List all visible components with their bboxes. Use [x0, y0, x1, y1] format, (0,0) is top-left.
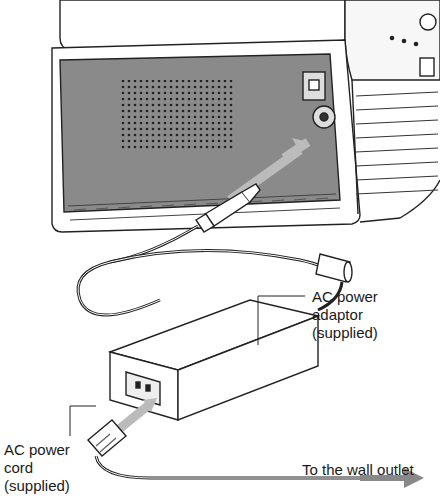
ferrite-core: [316, 254, 352, 282]
leader-line: [258, 296, 305, 345]
dc-plug: [196, 138, 308, 232]
ac-adaptor: [110, 300, 318, 420]
leader-line: [70, 406, 96, 436]
part-label: AC power adaptor (supplied): [312, 288, 422, 342]
direction-label: To the wall outlet: [302, 461, 422, 479]
ac-plug: [88, 398, 157, 456]
part-label: AC power cord (supplied): [4, 441, 84, 495]
printer: [52, 0, 440, 232]
